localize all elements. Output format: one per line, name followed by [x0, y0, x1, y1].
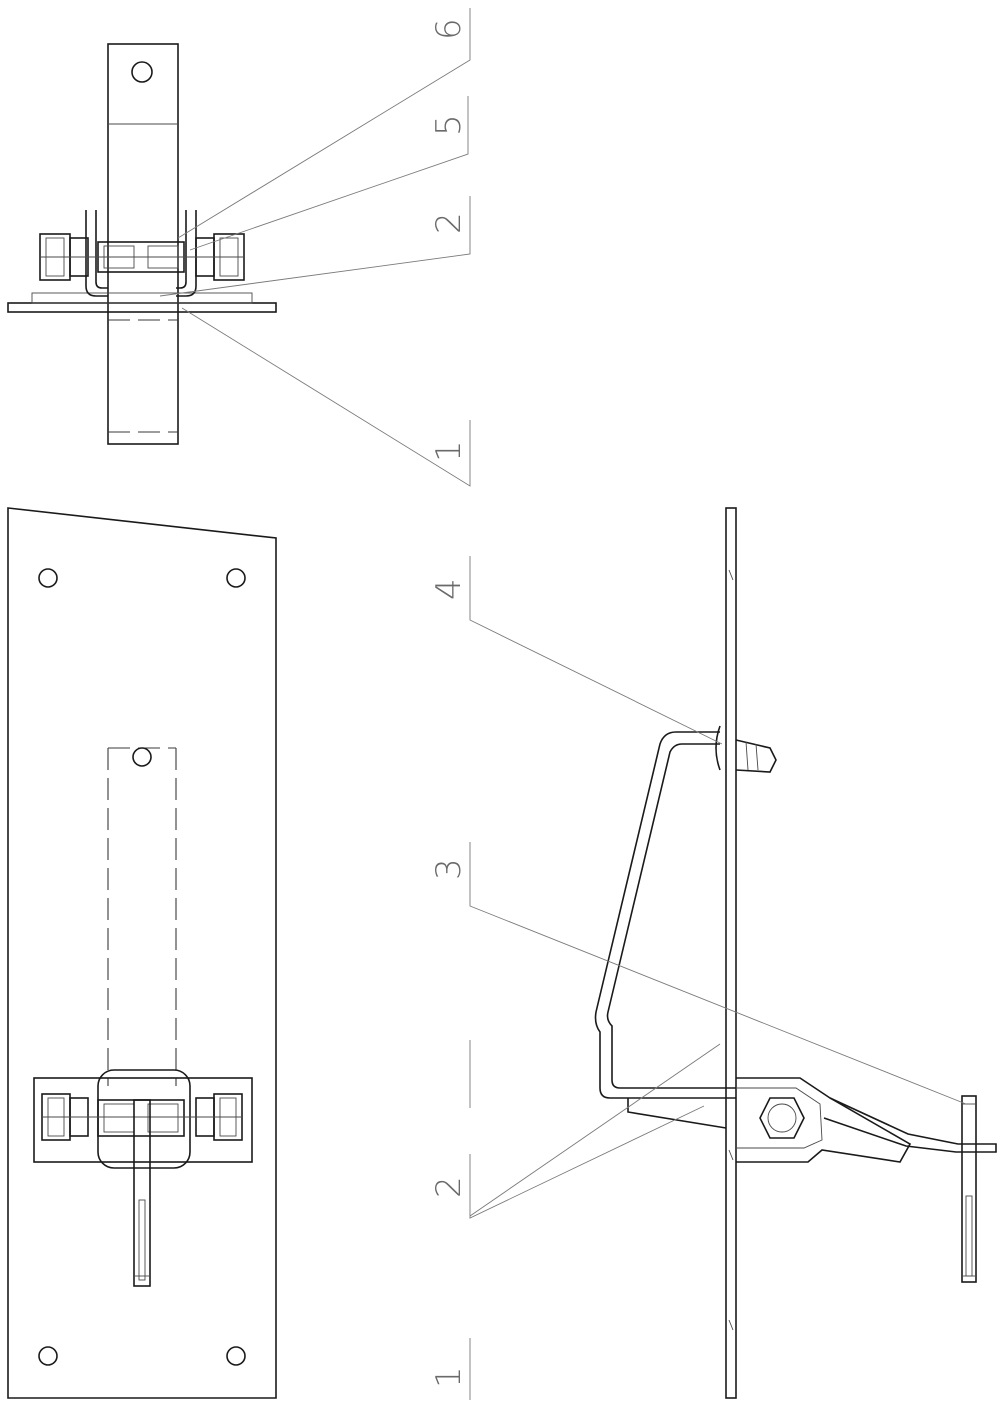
side-elevation [594, 507, 997, 1399]
part-label-2-side: 2 [429, 1176, 469, 1198]
base-plate-plan [7, 507, 277, 1399]
part-label-1: 1 [429, 440, 469, 462]
part-label-6: 6 [429, 18, 469, 40]
strap-end-view [7, 43, 277, 445]
side-view-leaders [469, 556, 967, 1400]
part-label-4: 4 [429, 578, 469, 600]
part-label-1-side: 1 [429, 1366, 469, 1388]
part-label-3: 3 [429, 858, 469, 880]
top-view-leaders [159, 8, 471, 487]
top-view-labels: 6 5 2 1 [429, 18, 469, 462]
part-label-2: 2 [429, 212, 469, 234]
side-view-labels: 4 3 2 1 [429, 578, 469, 1388]
part-label-5: 5 [429, 114, 469, 136]
